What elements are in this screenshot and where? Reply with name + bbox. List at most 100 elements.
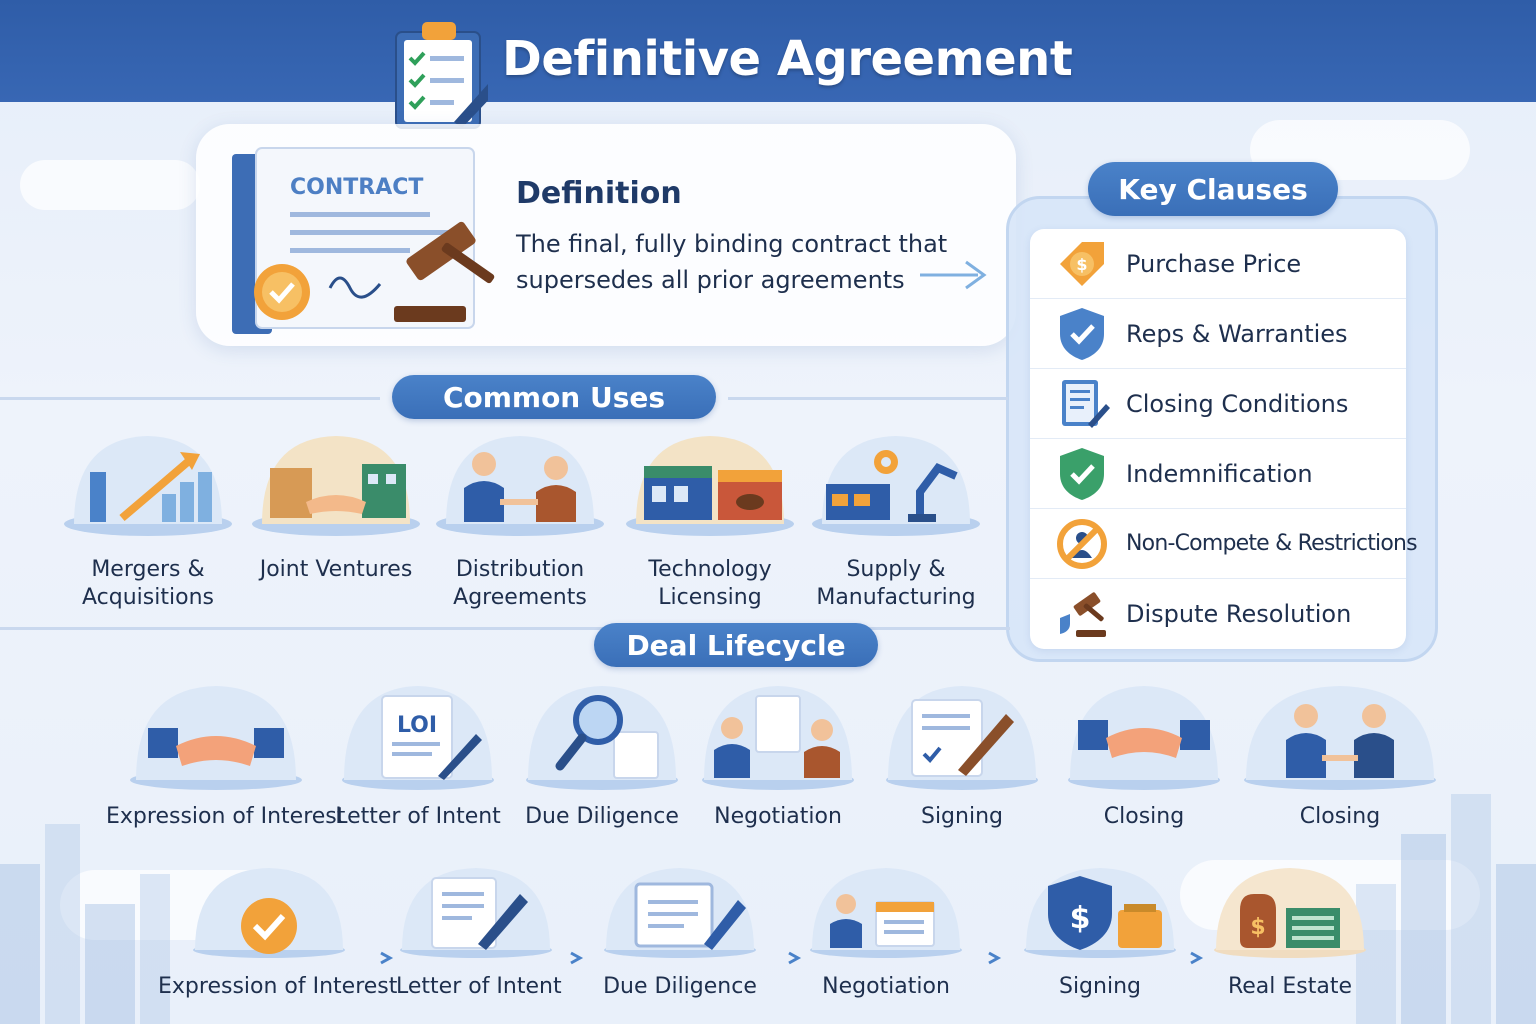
clipboard-checklist-icon [395, 22, 488, 129]
list-item: Reps & Warranties [1030, 299, 1406, 369]
business-people-icon [436, 436, 604, 536]
lifecycle-stage: Due Diligence [590, 864, 770, 999]
checklist-icon [1062, 379, 1110, 428]
svg-text:$: $ [1250, 915, 1265, 940]
list-item: Non-Compete & Restrictions [1030, 509, 1418, 579]
stage-label: Due Diligence [525, 804, 679, 829]
clause-label: Indemnification [1126, 459, 1313, 488]
chevron-right-icon [568, 950, 584, 966]
key-clauses-list: $ Purchase Price Reps & Warranties Closi… [1030, 229, 1418, 649]
common-use-item: Joint Ventures [246, 428, 426, 584]
common-uses-heading: Common Uses [392, 375, 716, 419]
svg-text:$: $ [1076, 255, 1087, 274]
businessman-desk-icon [810, 868, 962, 958]
contract-label: CONTRACT [290, 175, 423, 200]
magnifier-icon [526, 686, 678, 790]
business-people-icon [702, 686, 854, 790]
stage-label: Closing [1299, 804, 1381, 829]
document-pen-icon [886, 686, 1038, 790]
lifecycle-stage: LOI Letter of Intent [328, 680, 508, 829]
common-use-label: Agreements [453, 585, 587, 610]
common-use-label: Supply & [846, 557, 946, 582]
list-item: $ Purchase Price [1030, 229, 1406, 299]
document-pen-icon [400, 868, 552, 958]
common-use-label: Manufacturing [816, 585, 976, 610]
lifecycle-stage: $ Signing [1010, 864, 1190, 999]
factory-robot-icon [812, 436, 980, 536]
chevron-right-icon [786, 950, 802, 966]
key-clauses-heading: Key Clauses [1088, 162, 1338, 216]
clause-label: Purchase Price [1126, 249, 1302, 278]
divider [728, 397, 1008, 400]
lifecycle-stage: Negotiation [806, 864, 966, 999]
deal-lifecycle-heading: Deal Lifecycle [594, 623, 878, 667]
handshake-icon [252, 436, 420, 536]
folder-pen-icon [604, 868, 756, 958]
cloud-decoration [20, 160, 200, 210]
loi-badge: LOI [397, 713, 437, 738]
stage-label: Letter of Intent [335, 804, 501, 829]
list-item: Closing Conditions [1030, 369, 1406, 439]
contract-gavel-icon: CONTRACT [232, 147, 495, 334]
lifecycle-stage: Closing [1064, 680, 1224, 829]
lifecycle-stage: Expression of Interest [106, 680, 346, 829]
common-use-item: Mergers & Acquisitions [58, 428, 238, 612]
lifecycle-stage: Expression of Interest [158, 864, 398, 999]
prohibited-icon [1057, 518, 1107, 569]
stage-label: Negotiation [822, 974, 950, 999]
stage-label: Due Diligence [603, 974, 757, 999]
common-use-label: Technology [648, 557, 772, 582]
common-use-label: Distribution [455, 557, 585, 582]
chevron-right-icon [378, 950, 394, 966]
chevron-right-icon [986, 950, 1002, 966]
svg-text:$: $ [1070, 901, 1091, 936]
shield-check-icon [1060, 447, 1104, 500]
stage-label: Signing [1058, 974, 1141, 999]
common-use-label: Acquisitions [82, 585, 214, 610]
handshake-icon [1068, 686, 1220, 790]
stage-label: Expression of Interest [158, 974, 398, 999]
clause-label: Non-Compete & Restrictions [1126, 531, 1418, 556]
stage-label: Signing [920, 804, 1003, 829]
common-use-label: Licensing [658, 585, 762, 610]
money-bag-icon: $ [1214, 868, 1366, 958]
chevron-right-icon [1188, 950, 1204, 966]
divider [0, 397, 380, 400]
stage-label: Real Estate [1227, 974, 1353, 999]
check-badge-icon [193, 868, 345, 958]
list-item: Indemnification [1030, 439, 1406, 509]
clause-label: Closing Conditions [1126, 389, 1349, 418]
header-title-group: Definitive Agreement [392, 18, 1073, 130]
price-tag-icon: $ [1060, 241, 1104, 286]
stage-label: Expression of Interest [106, 804, 346, 829]
lifecycle-stage: Negotiation [694, 680, 862, 829]
header-banner [0, 0, 1536, 102]
clause-label: Reps & Warranties [1126, 319, 1348, 348]
stage-label: Letter of Intent [396, 974, 562, 999]
lifecycle-stage: $ Real Estate [1206, 864, 1374, 999]
stage-label: Negotiation [714, 804, 842, 829]
growth-chart-icon [64, 436, 232, 536]
stage-label: Closing [1103, 804, 1185, 829]
common-use-label: Mergers & [91, 557, 205, 582]
definition-card: CONTRACT Definition The final, fully bin… [196, 124, 1016, 346]
clause-label: Dispute Resolution [1126, 600, 1352, 628]
dollar-shield-icon: $ [1024, 868, 1176, 958]
business-people-icon [1244, 686, 1436, 790]
divider [0, 627, 1010, 630]
storefront-icon [626, 436, 794, 536]
definition-heading: Definition [516, 176, 682, 211]
lifecycle-stage: Signing [882, 680, 1042, 829]
gavel-icon [1060, 592, 1106, 637]
definition-text: The final, fully binding contract that s… [516, 230, 948, 294]
arrow-right-icon [920, 260, 987, 290]
page-title: Definitive Agreement [502, 31, 1073, 87]
lifecycle-stage: Due Diligence [512, 680, 692, 829]
city-skyline-decoration [1356, 794, 1536, 1024]
common-use-item: Supply & Manufacturing [806, 428, 986, 612]
city-skyline-decoration [0, 824, 170, 1024]
lifecycle-stage: Letter of Intent [396, 864, 562, 999]
handshake-icon [130, 686, 302, 790]
shield-check-icon [1060, 307, 1104, 360]
common-use-item: Distribution Agreements [430, 428, 610, 612]
